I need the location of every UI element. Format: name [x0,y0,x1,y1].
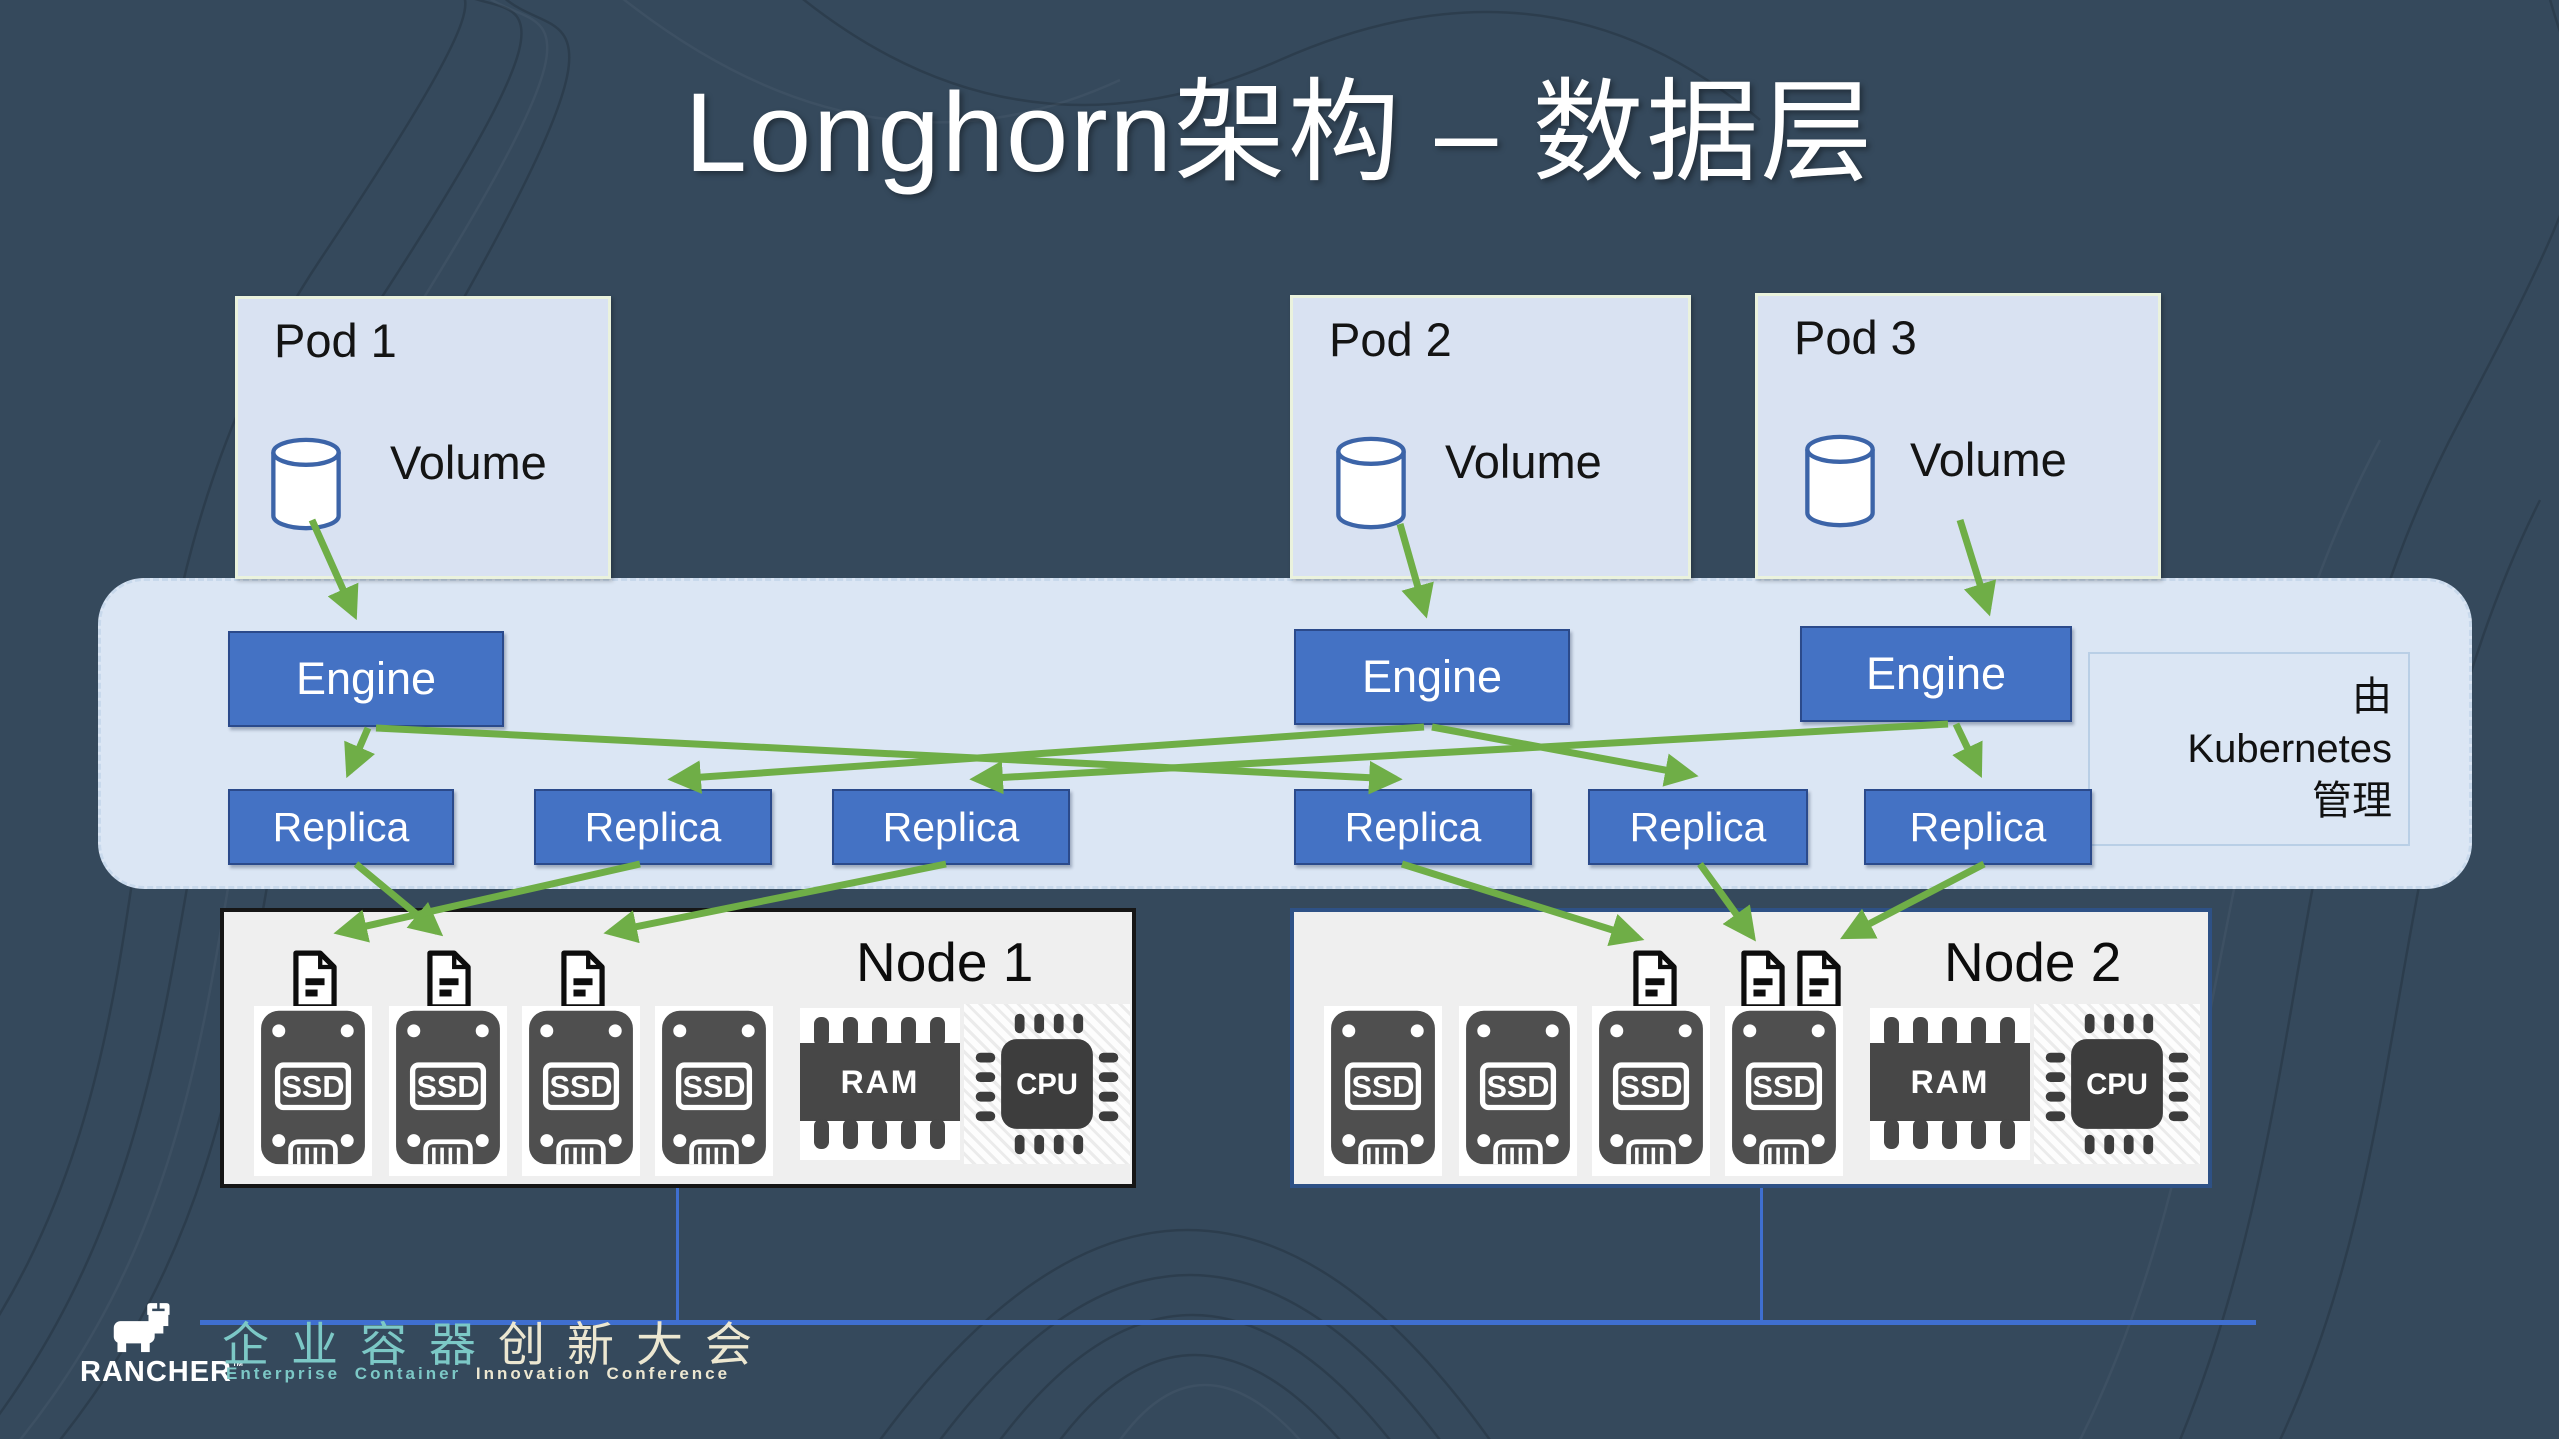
replica-5-box: Replica [1588,789,1808,865]
ssd-tile: SSD [1592,1006,1710,1176]
svg-text:SSD: SSD [549,1070,612,1104]
conference-title-en: Enterprise Container Innovation Conferen… [226,1364,730,1384]
cpu-tile: CPU [964,1004,1130,1164]
kubernetes-note-line: 由 [2352,675,2392,719]
conference-zh-part1: 企业容器 [222,1318,498,1371]
volume-cylinder-icon [271,437,341,531]
ssd-drive-icon: SSD [1466,1010,1570,1165]
rancher-bull-icon [113,1303,170,1353]
ram-tile: RAM [1870,1008,2030,1160]
ram-chip-icon: RAM [800,1017,960,1149]
svg-text:SSD: SSD [1619,1070,1682,1104]
svg-text:RAM: RAM [1911,1064,1990,1100]
conference-en-part1: Enterprise Container [226,1364,462,1383]
node-1-box: Node 1 SSD [220,908,1136,1188]
ram-tile: RAM [800,1008,960,1160]
node-2-label: Node 2 [1944,931,2122,993]
pod-3-box: Pod 3 Volume [1755,293,2161,579]
replica-4-box: Replica [1294,789,1532,865]
svg-text:SSD: SSD [682,1070,745,1104]
kubernetes-note-line: Kubernetes [2187,727,2392,771]
brand-name: RANCHER [80,1356,232,1388]
kubernetes-note-line: 管理 [2312,779,2392,823]
ram-chip-icon: RAM [1870,1017,2030,1149]
replica-2-box: Replica [534,789,772,865]
svg-text:CPU: CPU [1016,1068,1078,1101]
file-icon [293,950,337,1010]
file-icon [561,950,605,1010]
cpu-chip-icon: CPU [2045,1013,2189,1155]
rancher-logo-text: RANCHER™ [80,1356,244,1389]
ssd-drive-icon: SSD [529,1010,633,1165]
slide-title: Longhorn架构 – 数据层 [684,70,1875,195]
node-2-network-link [1760,1188,1763,1322]
pod-1-label: Pod 1 [274,314,397,367]
ssd-tile: SSD [522,1006,640,1176]
brand-trademark: ™ [232,1359,245,1374]
conference-zh-part2: 创新大会 [498,1318,774,1371]
engine-3-box: Engine [1800,626,2072,722]
svg-text:SSD: SSD [1752,1070,1815,1104]
svg-text:SSD: SSD [281,1070,344,1104]
ssd-drive-icon: SSD [662,1010,766,1165]
ssd-drive-icon: SSD [1732,1010,1836,1165]
node-1-label: Node 1 [856,931,1034,993]
kubernetes-note: 由 Kubernetes 管理 [2088,652,2410,846]
ssd-tile: SSD [389,1006,507,1176]
ssd-tile: SSD [254,1006,372,1176]
conference-en-part2: Innovation Conference [475,1364,731,1383]
svg-text:SSD: SSD [1486,1070,1549,1104]
ssd-tile: SSD [655,1006,773,1176]
volume-cylinder-icon [1336,436,1406,530]
pod-2-label: Pod 2 [1329,313,1452,366]
engine-1-box: Engine [228,631,504,727]
volume-cylinder-icon [1805,434,1875,528]
ssd-drive-icon: SSD [1331,1010,1435,1165]
pod-2-box: Pod 2 Volume [1290,295,1691,579]
ssd-drive-icon: SSD [1599,1010,1703,1165]
cpu-tile: CPU [2034,1004,2200,1164]
ssd-tile: SSD [1459,1006,1577,1176]
svg-text:RAM: RAM [841,1064,920,1100]
volume-label: Volume [390,436,547,489]
cpu-chip-icon: CPU [975,1013,1119,1155]
replica-3-box: Replica [832,789,1070,865]
replica-1-box: Replica [228,789,454,865]
file-icon [1741,950,1785,1010]
svg-text:SSD: SSD [416,1070,479,1104]
ssd-drive-icon: SSD [261,1010,365,1165]
conference-title-zh: 企业容器创新大会 [222,1306,774,1375]
file-icon [1797,950,1841,1010]
ssd-tile: SSD [1324,1006,1442,1176]
node-1-network-link [676,1188,679,1322]
volume-label: Volume [1445,435,1602,488]
replica-6-box: Replica [1864,789,2092,865]
file-icon [427,950,471,1010]
network-bus-line [200,1320,2256,1325]
volume-label: Volume [1910,433,2067,486]
svg-text:SSD: SSD [1351,1070,1414,1104]
pod-1-box: Pod 1 Volume [235,296,611,579]
ssd-tile: SSD [1725,1006,1843,1176]
svg-text:CPU: CPU [2086,1068,2148,1101]
node-2-box: Node 2 SSD [1290,908,2212,1188]
pod-3-label: Pod 3 [1794,311,1917,364]
ssd-drive-icon: SSD [396,1010,500,1165]
engine-2-box: Engine [1294,629,1570,725]
file-icon [1633,950,1677,1010]
